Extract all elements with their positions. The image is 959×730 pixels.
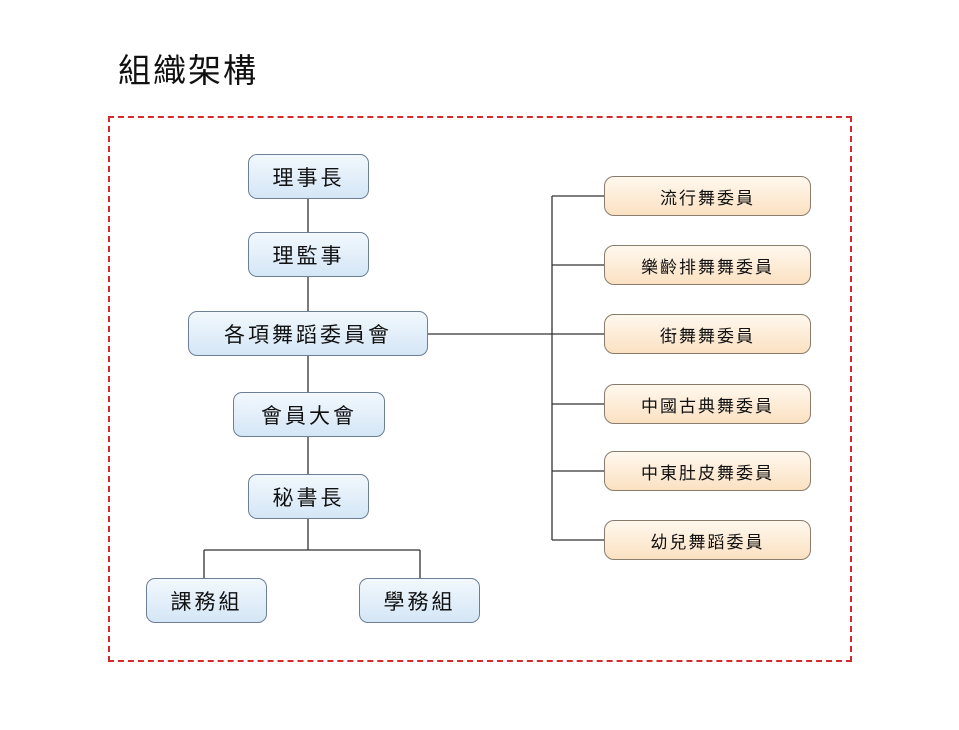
- committee-box-chinese-classical: 中國古典舞委員: [604, 384, 811, 424]
- committee-box-pop-dance: 流行舞委員: [604, 176, 811, 216]
- committee-box-children-dance: 幼兒舞蹈委員: [604, 520, 811, 560]
- page-title: 組織架構: [118, 51, 258, 90]
- committee-box-street-dance: 街舞舞委員: [604, 314, 811, 354]
- academic-affairs-box: 學務組: [359, 578, 480, 623]
- dance-committees-box: 各項舞蹈委員會: [188, 311, 428, 356]
- secretary-general-box: 秘書長: [248, 474, 369, 519]
- course-affairs-box: 課務組: [146, 578, 267, 623]
- board-members-box: 理監事: [248, 232, 369, 277]
- committee-box-belly-dance: 中東肚皮舞委員: [604, 451, 811, 491]
- committee-box-senior-line-dance: 樂齡排舞舞委員: [604, 245, 811, 285]
- chairman-box: 理事長: [248, 154, 369, 199]
- org-chart-frame: [108, 116, 852, 662]
- general-assembly-box: 會員大會: [233, 392, 385, 437]
